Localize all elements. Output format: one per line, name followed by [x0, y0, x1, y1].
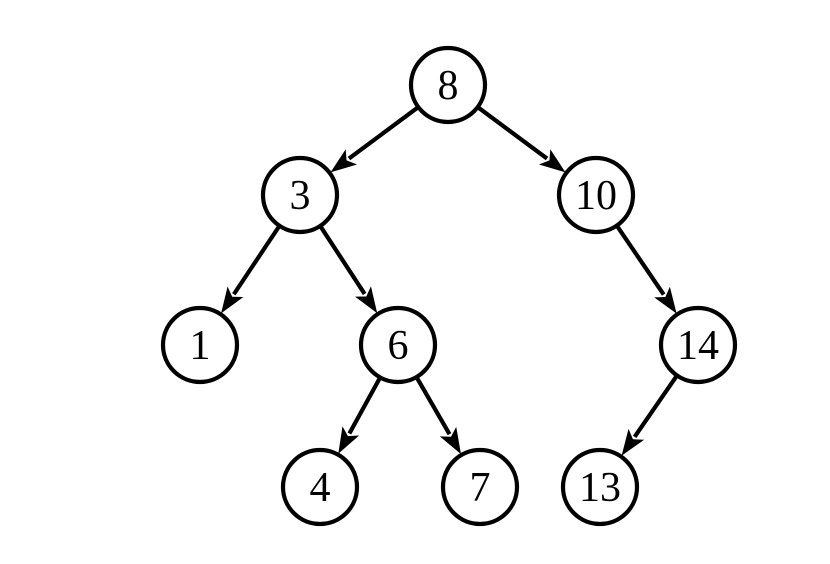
tree-edge	[615, 225, 677, 314]
edge-arrowhead-icon	[338, 426, 360, 454]
node-label: 13	[579, 465, 621, 511]
node-label: 14	[677, 323, 719, 369]
tree-node: 8	[408, 45, 488, 125]
node-label: 1	[190, 323, 211, 369]
tree-edge	[221, 225, 281, 314]
node-label: 4	[310, 465, 331, 511]
tree-node: 3	[260, 155, 340, 235]
edge-arrowhead-icon	[439, 426, 461, 455]
edge-line	[347, 105, 419, 161]
node-label: 10	[575, 173, 617, 219]
node-circle	[408, 45, 488, 125]
tree-edge	[415, 376, 461, 455]
edge-arrowhead-icon	[654, 286, 677, 314]
node-circle	[280, 447, 360, 527]
edge-arrowhead-icon	[621, 428, 645, 456]
tree-node: 6	[358, 305, 438, 385]
edge-line	[415, 376, 452, 436]
node-layer: 8 3 10 1 6 14 4 7 13	[160, 45, 738, 527]
node-label: 3	[290, 173, 311, 219]
edge-line	[477, 105, 549, 161]
tree-edge	[621, 375, 679, 456]
node-circle	[358, 305, 438, 385]
edge-arrowhead-icon	[538, 149, 566, 173]
edge-line	[232, 225, 281, 296]
node-circle	[440, 447, 520, 527]
tree-node: 14	[658, 305, 738, 385]
edge-arrowhead-icon	[221, 286, 244, 314]
node-circle	[658, 305, 738, 385]
edge-arrowhead-icon	[355, 286, 378, 314]
tree-edge	[319, 225, 378, 314]
node-circle	[560, 447, 640, 527]
tree-edge	[330, 105, 419, 173]
edge-layer	[221, 105, 679, 456]
node-label: 8	[438, 63, 459, 109]
node-circle	[260, 155, 340, 235]
tree-node: 13	[560, 447, 640, 527]
tree-node: 1	[160, 305, 240, 385]
edge-line	[319, 225, 367, 296]
node-circle	[556, 155, 636, 235]
tree-edge	[477, 105, 566, 173]
edge-line	[632, 375, 679, 438]
node-circle	[160, 305, 240, 385]
tree-edge	[338, 377, 382, 454]
edge-line	[347, 377, 382, 435]
node-label: 7	[470, 465, 491, 511]
tree-node: 4	[280, 447, 360, 527]
tree-node: 7	[440, 447, 520, 527]
edge-line	[615, 225, 666, 296]
tree-node: 10	[556, 155, 636, 235]
edge-arrowhead-icon	[330, 149, 358, 173]
node-label: 6	[388, 323, 409, 369]
